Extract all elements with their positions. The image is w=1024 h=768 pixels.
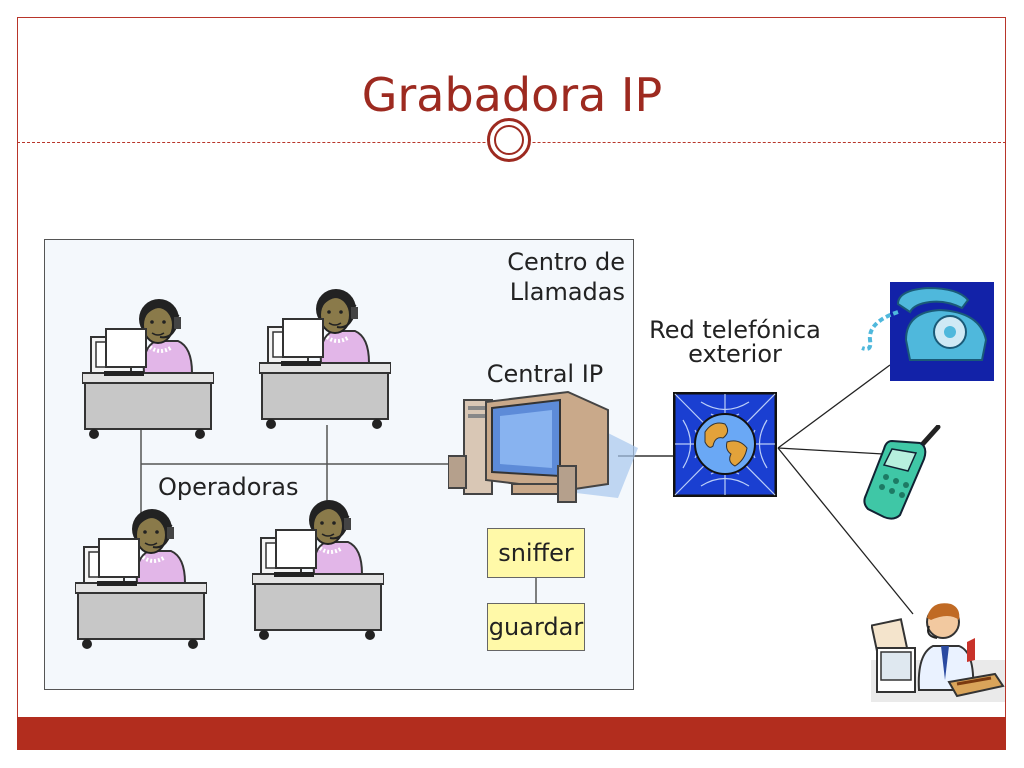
globe-network-icon — [673, 392, 777, 497]
operator-icon — [252, 500, 384, 640]
external-network-label: Red telefónica exterior — [636, 318, 834, 366]
operator-icon — [75, 509, 207, 649]
footer-bar — [17, 717, 1006, 750]
operator-icon — [259, 289, 391, 429]
slide-title: Grabadora IP — [361, 68, 663, 122]
mobile-phone-icon — [863, 425, 941, 520]
operators-label: Operadoras — [158, 473, 299, 501]
network-deskphone-link — [777, 364, 891, 449]
title-ornament-icon — [487, 118, 531, 162]
network-customer-link — [777, 447, 914, 615]
computer-icon — [448, 390, 638, 503]
call-center-label-line1: Centro de — [507, 248, 625, 276]
desk-phone-icon — [861, 282, 994, 381]
central-ip-label: Central IP — [486, 360, 604, 388]
call-center-label-line2: Llamadas — [509, 278, 625, 306]
call-center-label: Centro de Llamadas — [470, 247, 625, 307]
external-network-label-line1: Red telefónica — [649, 316, 821, 344]
sniffer-box: sniffer — [487, 528, 585, 578]
customer-at-desk-icon — [871, 603, 1005, 702]
external-network-label-line2: exterior — [688, 340, 782, 368]
storage-box: guardar — [487, 603, 585, 651]
operator-icon — [82, 299, 214, 439]
